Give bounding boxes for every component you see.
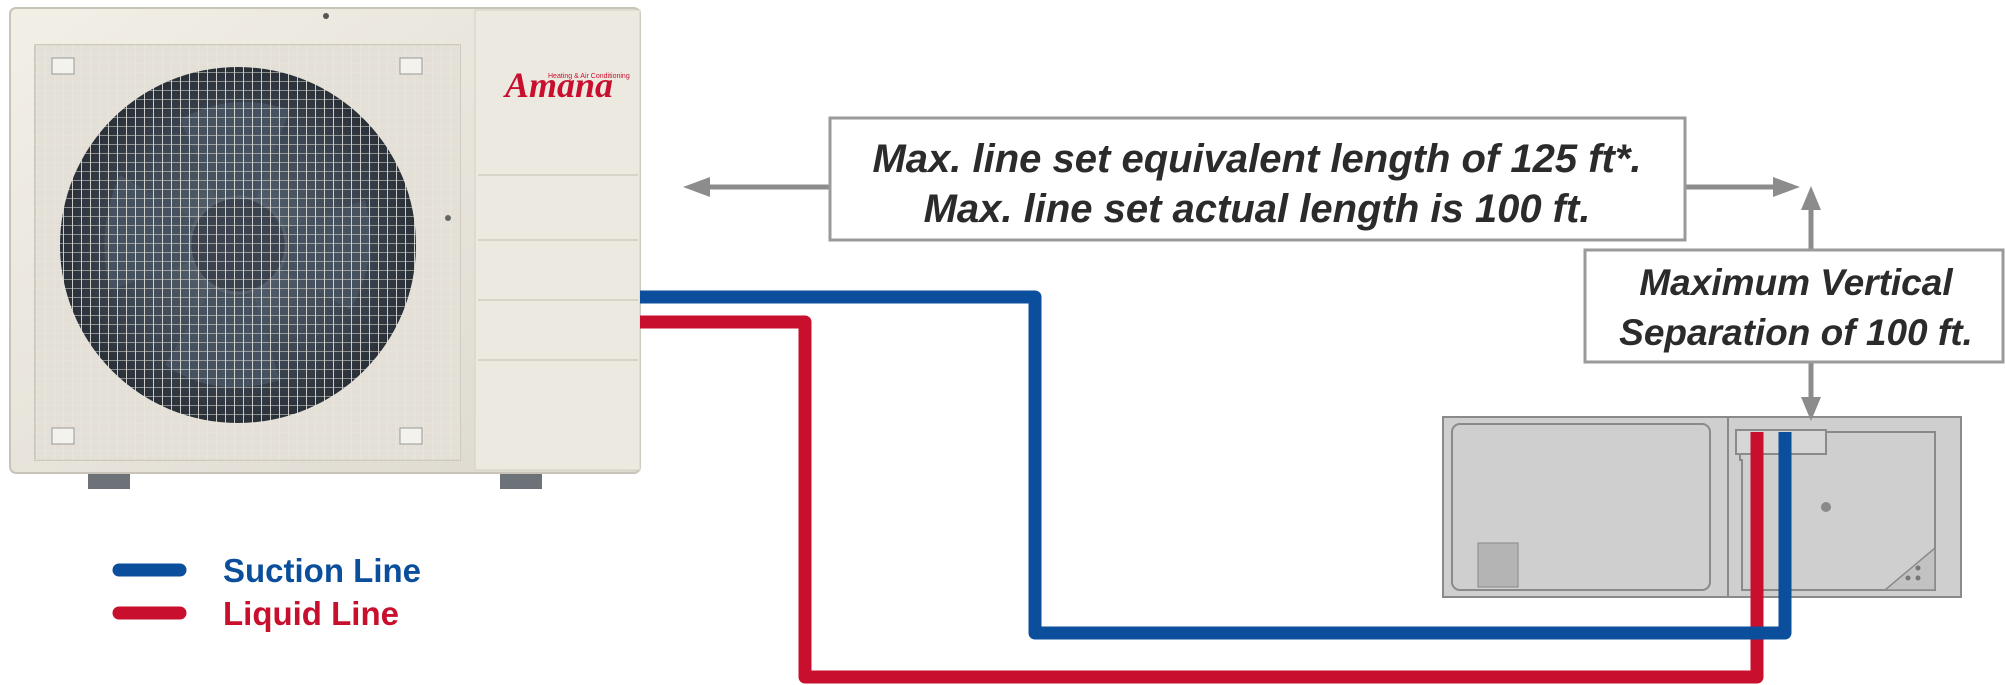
svg-text:Amana: Amana: [503, 65, 613, 105]
vertical-note-line1: Maximum Vertical: [1639, 262, 1953, 303]
vertical-note-line2: Separation of 100 ft.: [1619, 312, 1973, 353]
length-note-box: [828, 116, 1687, 242]
length-arrow: [683, 177, 1800, 197]
legend-liquid-label: Liquid Line: [223, 595, 399, 632]
legend-item-liquid: Liquid Line: [112, 595, 399, 632]
indoor-unit: [1442, 416, 1962, 598]
amana-logo: Amana Heating & Air Conditioning: [503, 65, 630, 105]
vertical-arrow: [1801, 186, 1821, 421]
legend-suction-label: Suction Line: [223, 552, 421, 589]
svg-text:Heating & Air Conditioning: Heating & Air Conditioning: [548, 73, 630, 80]
suction-line: [640, 290, 1792, 640]
legend: Suction Line Liquid Line: [112, 552, 421, 632]
vertical-note-box: [1583, 248, 2005, 364]
length-note-line1: Max. line set equivalent length of 125 f…: [872, 137, 1641, 181]
length-note-line2: Max. line set actual length is 100 ft.: [924, 187, 1591, 231]
liquid-line: [640, 315, 1764, 684]
legend-item-suction: Suction Line: [112, 552, 421, 589]
outdoor-unit: Amana Heating & Air Conditioning: [9, 7, 641, 489]
